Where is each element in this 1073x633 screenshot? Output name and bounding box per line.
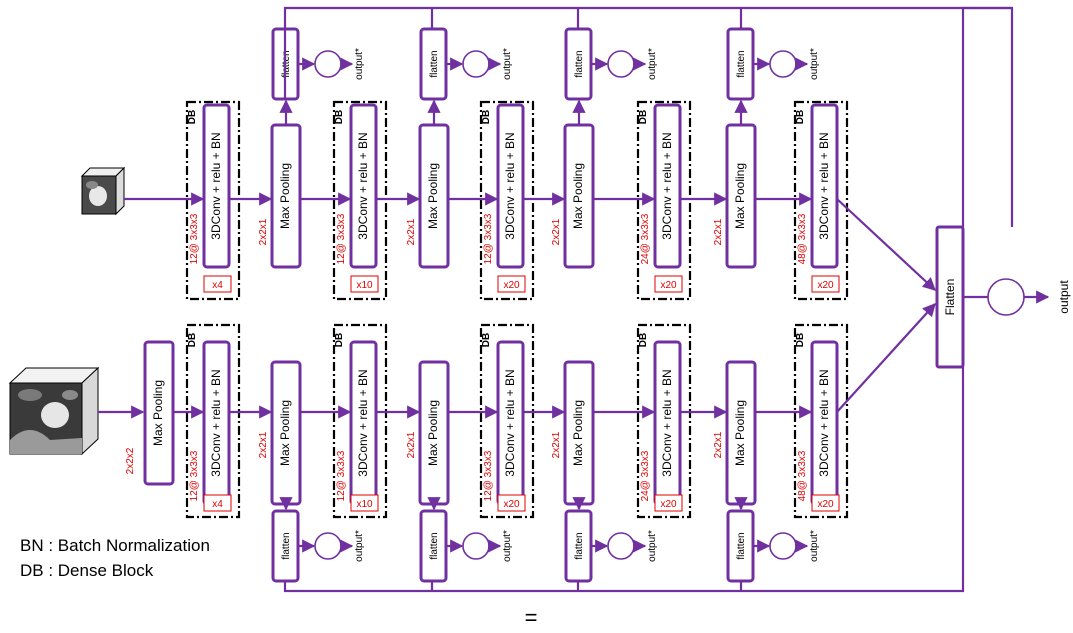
final-output-label: output [1057,280,1071,314]
maxpool-label-bottom-1: Max Pooling [278,400,292,466]
repeat-label-bottom-4: x20 [660,499,677,510]
conv-label-top-5: 3DConv + relu + BN [817,132,831,239]
maxpool-label-top-2: Max Pooling [426,163,440,229]
db-label-top-5: DB [795,110,806,124]
kernel-label-bottom-3: 12@ 3x3x3 [483,450,494,501]
side-output-node-bottom-3 [608,533,634,559]
repeat-label-top-5: x20 [817,280,834,291]
conv-label-top-4: 3DConv + relu + BN [660,132,674,239]
side-output-node-bottom-2 [463,533,489,559]
side-output-label-bottom-2: output* [502,530,513,562]
pool-size-label-bottom-4: 2x2x1 [713,431,724,458]
side-flatten-label-top-4: flatten [736,50,747,77]
db-label-top-4: DB [638,110,649,124]
repeat-label-bottom-1: x4 [212,499,223,510]
footer-symbol: = [525,605,538,630]
side-output-node-bottom-1 [315,533,341,559]
side-output-node-top-2 [463,51,489,77]
side-output-label-bottom-3: output* [647,530,658,562]
side-output-node-top-3 [608,51,634,77]
side-flatten-label-bottom-2: flatten [429,532,440,559]
side-flatten-label-top-1: flatten [281,50,292,77]
pool-size-label-top-2: 2x2x1 [406,218,417,245]
kernel-label-bottom-2: 12@ 3x3x3 [336,450,347,501]
legend-db: DB : Dense Block [20,561,154,580]
db-label-bottom-2: DB [334,333,345,347]
pool-size-label-top-4: 2x2x1 [713,218,724,245]
side-output-node-top-1 [315,51,341,77]
kernel-label-top-2: 12@ 3x3x3 [336,213,347,264]
side-output-label-top-3: output* [647,48,658,80]
side-output-label-bottom-1: output* [354,530,365,562]
side-output-node-bottom-4 [770,533,796,559]
maxpool-label-top-3: Max Pooling [571,163,585,229]
conv-label-bottom-2: 3DConv + relu + BN [356,369,370,476]
maxpool-label-bottom-2: Max Pooling [426,400,440,466]
final-flatten-label: Flatten [943,279,957,316]
conv-label-bottom-5: 3DConv + relu + BN [817,369,831,476]
conv-label-bottom-1: 3DConv + relu + BN [209,369,223,476]
side-output-node-top-4 [770,51,796,77]
conv-label-bottom-4: 3DConv + relu + BN [660,369,674,476]
db-label-bottom-3: DB [481,333,492,347]
input-patch-large [10,368,98,454]
conv-label-top-2: 3DConv + relu + BN [356,132,370,239]
maxpool-label-bottom-3: Max Pooling [571,400,585,466]
repeat-label-top-3: x20 [503,280,520,291]
repeat-label-top-1: x4 [212,280,223,291]
side-flatten-label-bottom-1: flatten [281,532,292,559]
kernel-label-bottom-5: 48@ 3x3x3 [797,450,808,501]
maxpool-label-bottom-0: Max Pooling [151,380,165,446]
kernel-label-top-5: 48@ 3x3x3 [797,213,808,264]
side-flatten-label-top-3: flatten [574,50,585,77]
legend-bn: BN : Batch Normalization [20,536,210,555]
db-label-top-1: DB [187,110,198,124]
input-patch-small [82,168,124,214]
repeat-label-top-4: x20 [660,280,677,291]
pool-size-label-top-3: 2x2x1 [551,218,562,245]
db-label-bottom-1: DB [187,333,198,347]
final-output-node [988,279,1024,315]
maxpool-label-top-1: Max Pooling [278,163,292,229]
db-label-bottom-4: DB [638,333,649,347]
pool-size-label-top-1: 2x2x1 [258,218,269,245]
db-label-bottom-5: DB [795,333,806,347]
kernel-label-bottom-1: 12@ 3x3x3 [189,450,200,501]
repeat-label-bottom-5: x20 [817,499,834,510]
kernel-label-bottom-4: 24@ 3x3x3 [640,450,651,501]
kernel-label-top-3: 12@ 3x3x3 [483,213,494,264]
side-output-label-top-4: output* [809,48,820,80]
repeat-label-top-2: x10 [356,280,373,291]
pool-size-label-bottom-1: 2x2x1 [258,431,269,458]
side-flatten-label-top-2: flatten [429,50,440,77]
side-flatten-label-bottom-3: flatten [574,532,585,559]
side-output-label-bottom-4: output* [809,530,820,562]
kernel-label-top-1: 12@ 3x3x3 [189,213,200,264]
pool-size-label-bottom-2: 2x2x1 [406,431,417,458]
repeat-label-bottom-3: x20 [503,499,520,510]
maxpool-label-top-4: Max Pooling [733,163,747,229]
maxpool-label-bottom-4: Max Pooling [733,400,747,466]
conv-label-top-3: 3DConv + relu + BN [503,132,517,239]
db-label-top-2: DB [334,110,345,124]
kernel-label-top-4: 24@ 3x3x3 [640,213,651,264]
repeat-label-bottom-2: x10 [356,499,373,510]
side-output-label-top-2: output* [502,48,513,80]
db-label-top-3: DB [481,110,492,124]
side-output-label-top-1: output* [354,48,365,80]
conv-label-top-1: 3DConv + relu + BN [209,132,223,239]
conv-label-bottom-3: 3DConv + relu + BN [503,369,517,476]
pool-size-label-bottom-3: 2x2x1 [551,431,562,458]
side-flatten-label-bottom-4: flatten [736,532,747,559]
pool-size-label-bottom-0: 2x2x2 [125,447,136,474]
